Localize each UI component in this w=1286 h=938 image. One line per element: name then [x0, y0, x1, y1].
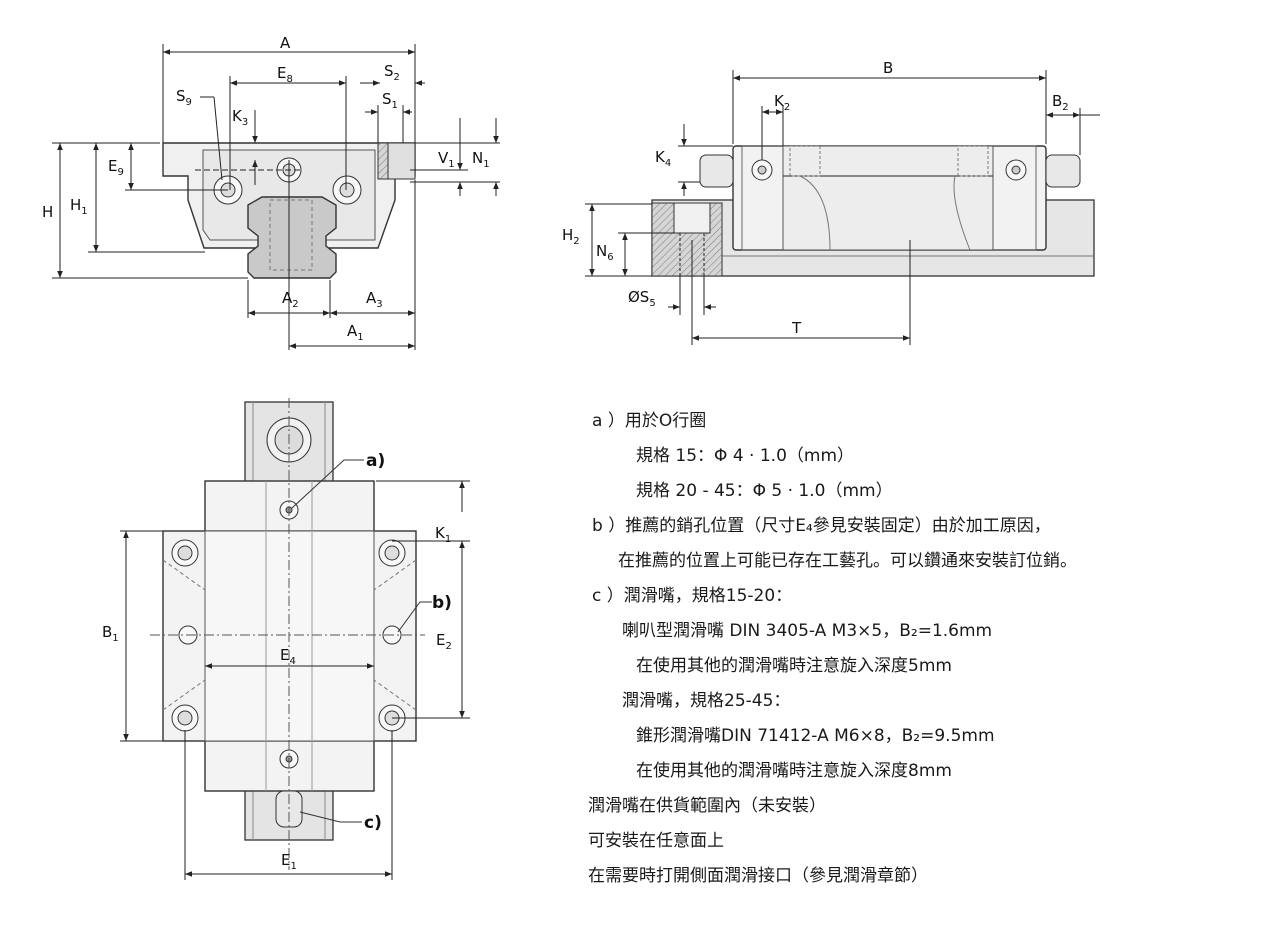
callout-c: c): [364, 813, 382, 833]
dim-H2: H2: [562, 226, 580, 247]
dim-K3: K3: [232, 107, 248, 128]
dim-E4: E4: [280, 646, 296, 667]
front-view: [52, 44, 500, 350]
front-view-labels: A E8 S2 S1 S9 K3 V1 N1 H H1 E9 A2 A3 A1: [42, 34, 490, 343]
side-view-labels: B K2 B2 K4 H2 N6 ØS5 T: [562, 59, 1069, 337]
dim-B2: B2: [1052, 92, 1069, 113]
note-line: 在需要時打開側面潤滑接口（參見潤滑章節）: [588, 866, 928, 886]
dim-A: A: [280, 34, 291, 52]
dim-H1: H1: [70, 196, 88, 217]
top-view: [120, 398, 470, 880]
dim-B: B: [883, 59, 893, 77]
side-view: [585, 70, 1100, 345]
dim-E8: E8: [277, 64, 293, 85]
note-line: 規格 20 - 45：Φ 5 · 1.0（mm）: [636, 481, 893, 501]
note-line: a ）用於O行圈: [592, 411, 707, 431]
note-line: 錐形潤滑嘴DIN 71412-A M6×8，B₂=9.5mm: [636, 726, 995, 746]
dim-K4: K4: [655, 148, 671, 169]
note-line: 喇叭型潤滑嘴 DIN 3405-A M3×5，B₂=1.6mm: [622, 621, 993, 641]
callout-a: a): [366, 451, 385, 471]
top-view-labels: K1 B1 E4 E2 E1 a) b) c): [102, 451, 452, 872]
note-line: 可安裝在任意面上: [588, 831, 724, 851]
dim-A1: A1: [347, 322, 364, 343]
note-line: c ）潤滑嘴，規格15-20：: [592, 586, 793, 606]
dim-S9: S9: [176, 87, 192, 108]
dim-S5: ØS5: [628, 288, 656, 309]
note-line: 規格 15：Φ 4 · 1.0（mm）: [636, 446, 855, 466]
notes-panel: a ）用於O行圈 規格 15：Φ 4 · 1.0（mm） 規格 20 - 45：…: [588, 404, 1278, 894]
dim-V1: V1: [438, 149, 455, 170]
dim-K2: K2: [774, 92, 790, 113]
dim-N6: N6: [596, 242, 614, 263]
dim-B1: B1: [102, 623, 119, 644]
dim-A2: A2: [282, 289, 299, 310]
dim-S2: S2: [384, 62, 400, 83]
note-line: 在推薦的位置上可能已存在工藝孔。可以鑽通來安裝訂位銷。: [618, 551, 1077, 571]
note-line: b ）推薦的銷孔位置（尺寸E₄參見安裝固定）由於加工原因，: [592, 516, 1051, 536]
dim-N1: N1: [472, 149, 490, 170]
dim-E1: E1: [281, 851, 297, 872]
dim-E9: E9: [108, 157, 124, 178]
dim-K1: K1: [435, 524, 451, 545]
note-line: 潤滑嘴，規格25-45：: [622, 691, 791, 711]
dim-T: T: [791, 319, 802, 337]
dim-S1: S1: [382, 90, 398, 111]
dim-E2: E2: [436, 631, 452, 652]
note-line: 潤滑嘴在供貨範圍內（未安裝）: [588, 796, 826, 816]
dim-H: H: [42, 203, 53, 221]
note-line: 在使用其他的潤滑嘴時注意旋入深度8mm: [636, 761, 952, 781]
dim-A3: A3: [366, 289, 383, 310]
note-line: 在使用其他的潤滑嘴時注意旋入深度5mm: [636, 656, 952, 676]
callout-b: b): [432, 593, 452, 613]
